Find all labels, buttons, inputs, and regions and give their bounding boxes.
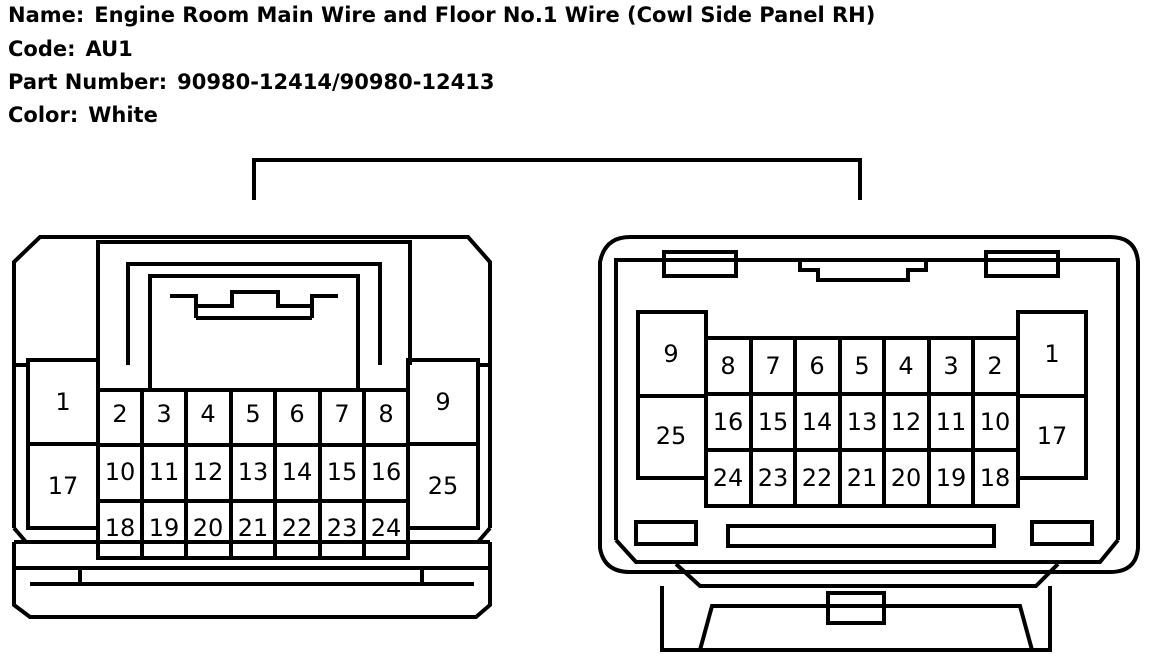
pin-label: 5 bbox=[854, 352, 869, 380]
pin-label: 24 bbox=[371, 514, 402, 542]
code-line: Code: AU1 bbox=[8, 37, 133, 61]
right-connector-housing bbox=[598, 235, 1140, 652]
pin-label: 16 bbox=[713, 408, 744, 436]
pin-label: 1 bbox=[1044, 340, 1059, 368]
code-value: AU1 bbox=[85, 37, 133, 61]
pin-label: 19 bbox=[936, 464, 967, 492]
name-value: Engine Room Main Wire and Floor No.1 Wir… bbox=[94, 3, 876, 27]
pin-label: 23 bbox=[758, 464, 789, 492]
color-value: White bbox=[88, 103, 158, 127]
pin-label: 13 bbox=[847, 408, 878, 436]
pin-label: 10 bbox=[105, 458, 136, 486]
pin-label: 10 bbox=[980, 408, 1011, 436]
pin-label: 3 bbox=[943, 352, 958, 380]
pin-label: 5 bbox=[245, 400, 260, 428]
pin-label: 18 bbox=[980, 464, 1011, 492]
pin-label: 15 bbox=[327, 458, 358, 486]
pin-label: 11 bbox=[936, 408, 967, 436]
view-bracket bbox=[252, 158, 862, 200]
pin-label: 2 bbox=[112, 400, 127, 428]
pin-label: 18 bbox=[105, 514, 136, 542]
pin-label: 1 bbox=[55, 388, 70, 416]
pin-label: 14 bbox=[282, 458, 313, 486]
pin-label: 13 bbox=[238, 458, 269, 486]
color-label: Color: bbox=[8, 103, 79, 127]
pin-label: 21 bbox=[847, 464, 878, 492]
pin-label: 24 bbox=[713, 464, 744, 492]
pin-label: 19 bbox=[149, 514, 180, 542]
pin-label: 23 bbox=[327, 514, 358, 542]
pin-label: 25 bbox=[656, 422, 687, 450]
color-line: Color: White bbox=[8, 103, 158, 127]
pin-label: 4 bbox=[200, 400, 215, 428]
pin-label: 9 bbox=[435, 388, 450, 416]
pin-label: 9 bbox=[663, 340, 678, 368]
pin-label: 17 bbox=[48, 472, 79, 500]
pin-label: 22 bbox=[802, 464, 833, 492]
name-line: Name: Engine Room Main Wire and Floor No.… bbox=[8, 3, 875, 27]
pin-label: 22 bbox=[282, 514, 313, 542]
pin-label: 2 bbox=[987, 352, 1002, 380]
pin-label: 4 bbox=[898, 352, 913, 380]
pin-label: 6 bbox=[809, 352, 824, 380]
code-label: Code: bbox=[8, 37, 76, 61]
part-number-label: Part Number: bbox=[8, 70, 168, 94]
pin-label: 21 bbox=[238, 514, 269, 542]
pin-label: 12 bbox=[193, 458, 224, 486]
pin-label: 12 bbox=[891, 408, 922, 436]
pin-label: 25 bbox=[428, 472, 459, 500]
pin-label: 15 bbox=[758, 408, 789, 436]
pin-label: 8 bbox=[720, 352, 735, 380]
pin-label: 11 bbox=[149, 458, 180, 486]
pin-label: 20 bbox=[891, 464, 922, 492]
part-number-value: 90980-12414/90980-12413 bbox=[177, 70, 495, 94]
pin-label: 6 bbox=[289, 400, 304, 428]
pin-label: 7 bbox=[765, 352, 780, 380]
name-label: Name: bbox=[8, 3, 85, 27]
pin-label: 14 bbox=[802, 408, 833, 436]
pin-label: 17 bbox=[1037, 422, 1068, 450]
part-number-line: Part Number: 90980-12414/90980-12413 bbox=[8, 70, 494, 94]
pin-label: 8 bbox=[378, 400, 393, 428]
pin-label: 3 bbox=[156, 400, 171, 428]
pin-label: 20 bbox=[193, 514, 224, 542]
pin-label: 16 bbox=[371, 458, 402, 486]
pin-label: 7 bbox=[334, 400, 349, 428]
left-connector-housing bbox=[12, 235, 492, 619]
